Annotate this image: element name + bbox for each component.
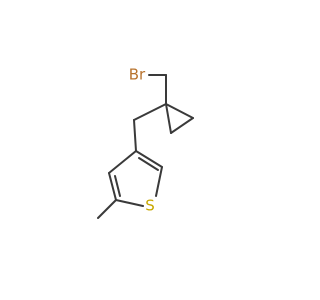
bond-s-c5 [115, 199, 144, 207]
atom-bromine: Br [129, 66, 146, 84]
double-bond-c4-c5-inner [114, 175, 121, 197]
bond-cq-bridge [133, 103, 167, 121]
bond-c5-c4 [108, 172, 117, 201]
bond-cp1-cp2 [170, 117, 194, 134]
structure-drawing: Br S [97, 66, 194, 219]
double-bond-c2-c3-inner [138, 157, 159, 171]
bond-bridge-c3 [133, 119, 137, 152]
bond-c3-c2 [135, 150, 163, 168]
bond-c2-s [155, 166, 163, 197]
bond-cq-cp1 [165, 103, 194, 119]
bond-cq-cp2 [165, 103, 172, 134]
atom-sulfur: S [145, 197, 155, 215]
bond-c5-methyl [97, 199, 117, 219]
molecule-diagram: Br S [97, 66, 194, 219]
bond-c4-c3 [108, 150, 137, 174]
